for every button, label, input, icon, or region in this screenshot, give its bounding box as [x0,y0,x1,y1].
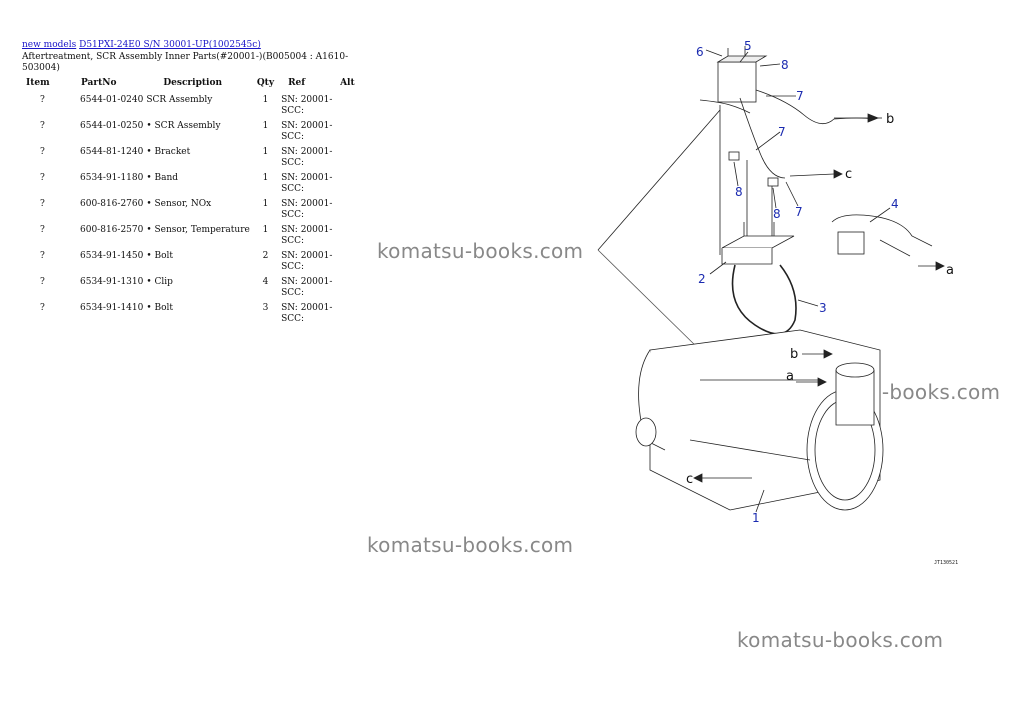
cell-item: ? [40,173,45,183]
breadcrumb-link-new-models[interactable]: new models [22,40,77,50]
cell-qty: 1 [262,147,269,157]
callout-2: 2 [698,272,706,286]
cell-description: • Sensor, Temperature [146,225,250,235]
callout-4: 4 [891,197,899,211]
cell-alt [336,121,359,147]
table-header-row: Item PartNo Description Qty Ref Alt [22,78,359,95]
cell-partno: 600-816-2570 [80,225,144,235]
cell-item: ? [40,147,45,157]
cell-description: • Band [146,173,179,183]
cell-qty: 1 [262,173,269,183]
cell-item: ? [40,277,45,287]
header-item: Item [26,78,50,88]
header-partno: PartNo [81,78,117,88]
drawing-code: JT130521 [934,560,958,566]
header-description: Description [163,78,222,88]
cell-alt [336,225,359,251]
cell-description: • Bolt [146,303,174,313]
table-row: ? 6544-01-0250• SCR Assembly 1 SN: 20001-SC… [22,121,359,147]
cell-description: • Sensor, NOx [146,199,212,209]
callout-8: 8 [735,185,743,199]
parts-table: Item PartNo Description Qty Ref Alt ? 654… [22,78,359,329]
cell-alt [336,251,359,277]
cell-item: ? [40,225,45,235]
table-row: ? 6534-91-1450• Bolt 2 SN: 20001-SCC: [22,251,359,277]
callout-7: 7 [796,89,804,103]
parts-panel: new models D51PXI-24E0 S/N 30001-UP(1002… [22,40,382,329]
cell-item: ? [40,95,45,105]
cell-ref: SN: 20001-SCC: [281,147,333,168]
direction-letter-a: a [786,369,794,384]
cell-qty: 1 [262,95,269,105]
breadcrumb: new models D51PXI-24E0 S/N 30001-UP(1002… [22,40,382,51]
cell-qty: 2 [262,251,269,261]
direction-letter-c: c [686,472,693,487]
cell-qty: 1 [262,121,269,131]
callout-8: 8 [773,207,781,221]
cell-ref: SN: 20001-SCC: [281,95,333,116]
callout-8: 8 [781,58,789,72]
table-row: ? 6544-81-1240• Bracket 1 SN: 20001-SCC: [22,147,359,173]
cell-qty: 1 [262,199,269,209]
callout-1: 1 [752,511,760,525]
cell-partno: 6534-91-1180 [80,173,144,183]
cell-alt [336,199,359,225]
direction-letter-c: c [845,167,852,182]
watermark: komatsu-books.com [737,628,944,652]
cell-description: SCR Assembly [146,95,213,105]
cell-qty: 1 [262,225,269,235]
cell-description: • Clip [146,277,173,287]
cell-ref: SN: 20001-SCC: [281,251,333,272]
watermark: komatsu-books.com [367,533,574,557]
header-ref: Ref [288,78,306,88]
cell-ref: SN: 20001-SCC: [281,225,333,246]
cell-description: • Bolt [146,251,174,261]
callout-5: 5 [744,39,752,53]
direction-letter-a: a [946,263,954,278]
header-alt: Alt [340,78,355,88]
cell-partno: 6534-91-1310 [80,277,144,287]
cell-partno: 6544-81-1240 [80,147,144,157]
cell-alt [336,173,359,199]
direction-letter-b: b [886,112,894,127]
table-row: ? 600-816-2760• Sensor, NOx 1 SN: 20001-SCC… [22,199,359,225]
cell-description: • Bracket [146,147,191,157]
breadcrumb-link-model[interactable]: D51PXI-24E0 S/N 30001-UP(1002545c) [79,40,261,50]
watermark: komatsu-books.com [377,239,584,263]
table-row: ? 6534-91-1310• Clip 4 SN: 20001-SCC: [22,277,359,303]
table-row: ? 6534-91-1410• Bolt 3 SN: 20001-SCC: [22,303,359,329]
page-subtitle: Aftertreatment, SCR Assembly Inner Parts… [22,52,349,73]
cell-qty: 4 [262,277,269,287]
cell-alt [336,147,359,173]
cell-ref: SN: 20001-SCC: [281,199,333,220]
cell-alt [336,95,359,121]
header-qty: Qty [256,78,275,88]
cell-ref: SN: 20001-SCC: [281,173,333,194]
scr-assembly-diagram: 6 5 8 7 7 8 8 7 4 2 3 1 b c a b a c JT13… [597,39,958,566]
cell-qty: 3 [262,303,269,313]
callout-7: 7 [795,205,803,219]
cell-description: • SCR Assembly [146,121,221,131]
cell-alt [336,303,359,329]
cell-item: ? [40,199,45,209]
direction-letter-b: b [790,347,798,362]
callout-3: 3 [819,301,827,315]
cell-item: ? [40,303,45,313]
cell-ref: SN: 20001-SCC: [281,277,333,298]
callout-6: 6 [696,45,704,59]
callout-7: 7 [778,125,786,139]
cell-partno: 6544-01-0250 [80,121,144,131]
cell-ref: SN: 20001-SCC: [281,303,333,324]
cell-ref: SN: 20001-SCC: [281,121,333,142]
cell-partno: 6534-91-1450 [80,251,144,261]
table-row: ? 6534-91-1180• Band 1 SN: 20001-SCC: [22,173,359,199]
cell-item: ? [40,121,45,131]
cell-partno: 6544-01-0240 [80,95,144,105]
cell-alt [336,277,359,303]
cell-partno: 6534-91-1410 [80,303,144,313]
cell-item: ? [40,251,45,261]
table-row: ? 600-816-2570• Sensor, Temperature 1 SN: 2… [22,225,359,251]
cell-partno: 600-816-2760 [80,199,144,209]
